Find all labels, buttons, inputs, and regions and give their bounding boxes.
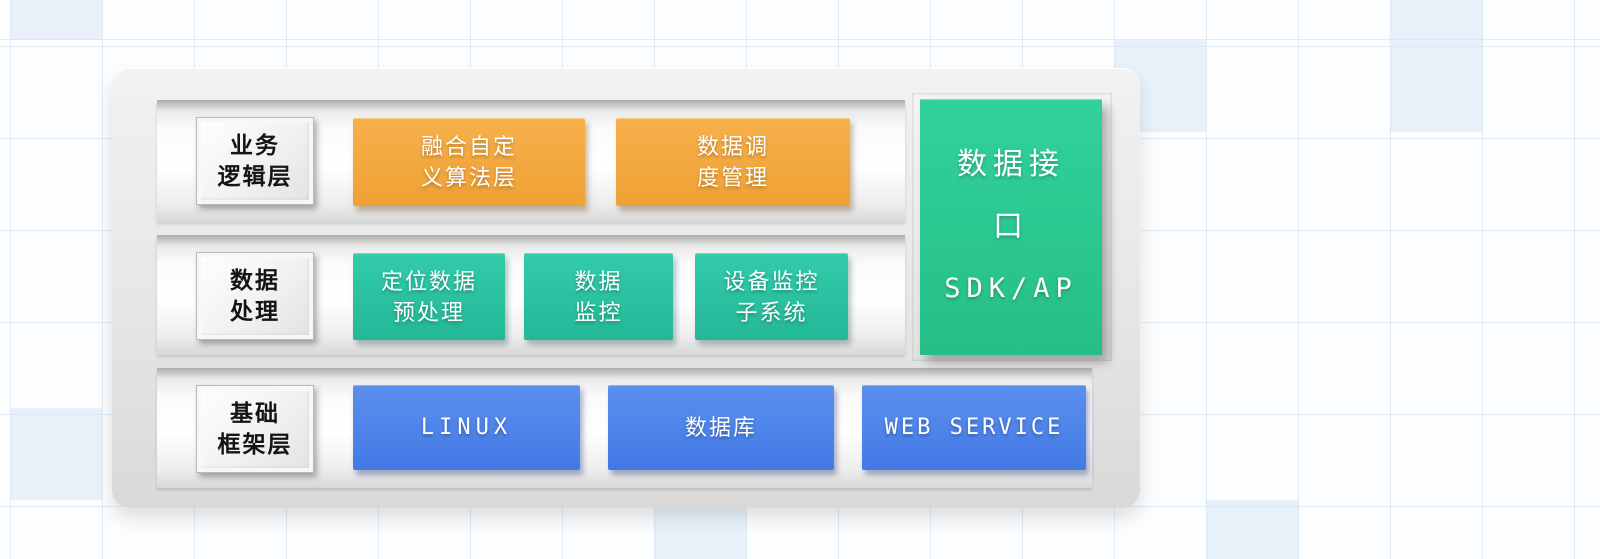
- box-text: 数据: [574, 268, 623, 294]
- layer-label-text: 业务: [230, 132, 280, 158]
- layer-label-text: 处理: [230, 298, 280, 324]
- box-data-interface-sdk: 数据接 口 SDK/AP: [920, 99, 1102, 355]
- box-text: 预处理: [392, 299, 465, 325]
- layer-label-text: 数据: [230, 267, 280, 293]
- box-text: SDK/AP: [944, 273, 1078, 304]
- grid-tile: [10, 0, 102, 40]
- box-text: 数据库: [684, 415, 757, 440]
- grid-tile: [1206, 500, 1298, 559]
- box-web-service: WEB SERVICE: [862, 385, 1086, 470]
- box-text: WEB SERVICE: [884, 415, 1064, 440]
- box-text: 数据接: [957, 148, 1065, 181]
- layer-label-text: 逻辑层: [217, 163, 293, 189]
- grid-tile: [10, 408, 102, 500]
- layer-band-data-processing: 数据 处理 定位数据 预处理 数据 监控 设备监控 子系统: [157, 235, 905, 355]
- layer-label-data-processing: 数据 处理: [196, 252, 314, 340]
- box-linux: LINUX: [353, 385, 580, 470]
- box-device-monitor-subsystem: 设备监控 子系统: [695, 253, 848, 340]
- grid-tile: [1390, 40, 1482, 132]
- architecture-panel: 业务 逻辑层 融合自定 义算法层 数据调 度管理 数据 处理 定位数据 预处理: [112, 68, 1140, 508]
- box-positioning-data-preprocess: 定位数据 预处理: [353, 253, 505, 340]
- box-text: 定位数据: [380, 268, 477, 294]
- layer-label-business-logic: 业务 逻辑层: [196, 117, 314, 205]
- box-text: 义算法层: [420, 165, 517, 190]
- layer-band-business-logic: 业务 逻辑层 融合自定 义算法层 数据调 度管理: [157, 100, 905, 222]
- box-text: 融合自定: [420, 134, 517, 159]
- box-text: 数据调: [696, 134, 769, 159]
- box-text: 子系统: [735, 299, 808, 325]
- box-database: 数据库: [608, 385, 834, 470]
- box-data-monitoring: 数据 监控: [524, 253, 673, 340]
- box-text: 设备监控: [723, 268, 820, 294]
- box-text: 监控: [574, 299, 623, 325]
- layer-band-base-framework: 基础 框架层 LINUX 数据库 WEB SERVICE: [157, 368, 1092, 488]
- layer-label-text: 基础: [230, 400, 280, 426]
- grid-tile: [654, 500, 746, 559]
- box-text: 度管理: [696, 165, 769, 190]
- box-text: 口: [993, 210, 1029, 243]
- box-data-scheduling-management: 数据调 度管理: [616, 118, 850, 206]
- box-text: LINUX: [420, 415, 513, 440]
- layer-label-text: 框架层: [217, 431, 293, 457]
- box-fusion-custom-algorithm: 融合自定 义算法层: [353, 118, 585, 206]
- layer-label-base-framework: 基础 框架层: [196, 385, 314, 473]
- grid-tile: [1390, 0, 1482, 40]
